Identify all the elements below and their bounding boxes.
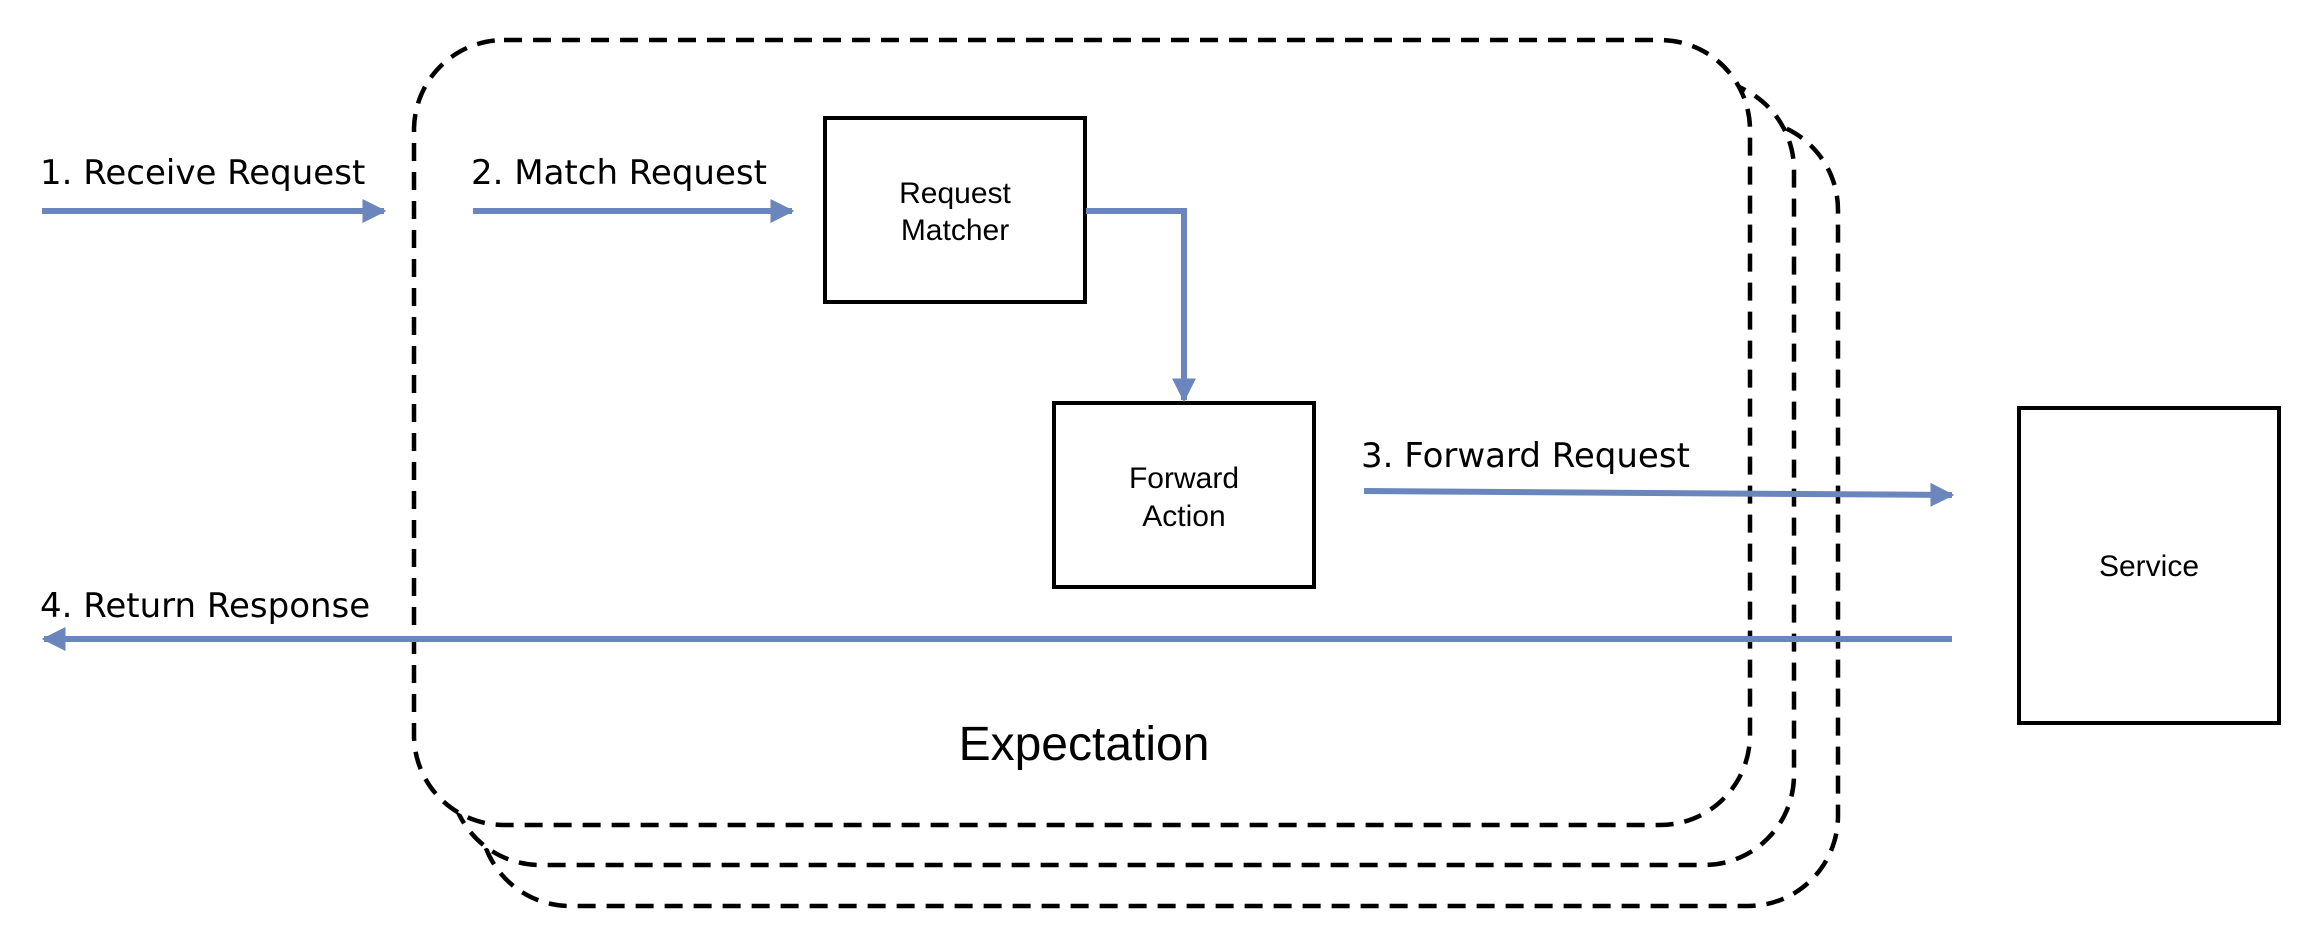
receive-request-label: 1. Receive Request [40,153,365,193]
match-request-label: 2. Match Request [471,153,767,193]
forward-request-arrow [1363,482,1955,507]
request-matcher-label-line1: Request [899,177,1011,210]
request-matcher-label-line2: Matcher [901,214,1009,247]
forward-action-label-line1: Forward [1129,462,1239,495]
expectation-label: Expectation [959,718,1210,771]
service-label: Service [2099,550,2199,583]
forward-request-label: 3. Forward Request [1361,436,1690,476]
return-response-label: 4. Return Response [40,586,370,626]
request-matcher-box [823,116,1087,304]
forward-action-box [1052,401,1316,589]
forward-action-label-line2: Action [1142,500,1225,533]
matcher-to-action-connector [1086,208,1196,403]
service-box [2017,406,2281,725]
